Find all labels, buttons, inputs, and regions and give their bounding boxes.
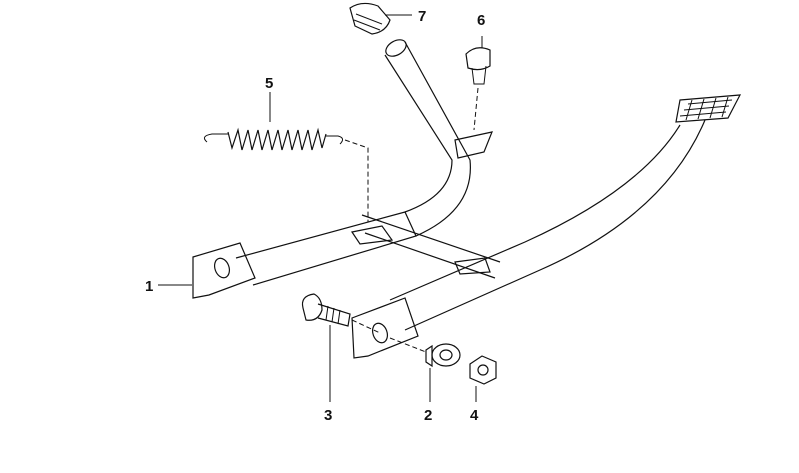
callout-4: 4 [470, 407, 479, 424]
callout-7: 7 [418, 8, 426, 25]
rubber-cap-part [349, 2, 412, 35]
return-spring-part [203, 92, 369, 222]
callout-5: 5 [265, 75, 273, 92]
callout-3: 3 [324, 407, 332, 424]
stop-buffer-part [465, 36, 491, 131]
callout-1: 1 [145, 278, 153, 295]
bolt-part [301, 293, 381, 402]
bushing-part [389, 337, 461, 402]
stand-frame [192, 39, 742, 359]
nut-part [469, 355, 497, 402]
callout-6: 6 [477, 12, 485, 29]
callout-2: 2 [424, 407, 432, 424]
